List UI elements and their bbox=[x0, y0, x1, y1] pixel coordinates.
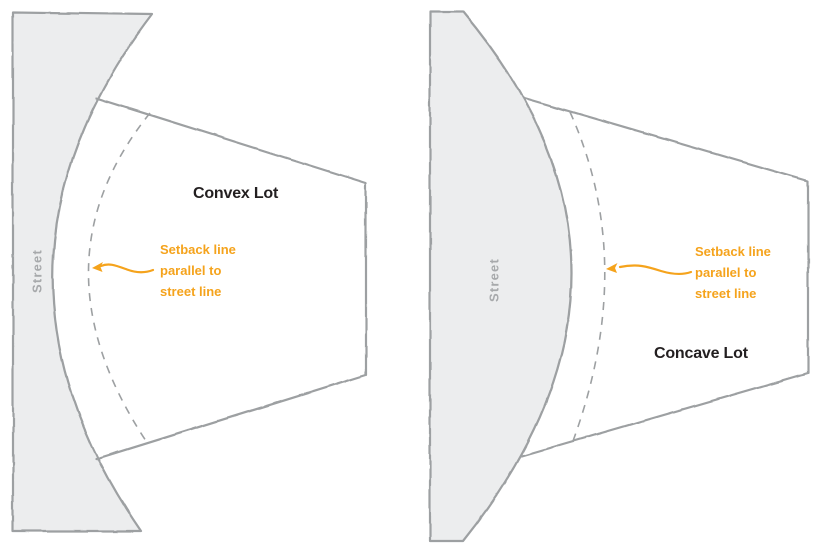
concave-setback-line bbox=[569, 111, 606, 442]
convex-setback-note-line1: Setback line bbox=[160, 242, 236, 257]
concave-setback-arrow bbox=[618, 264, 693, 276]
convex-setback-note-line2: parallel to bbox=[160, 263, 222, 278]
concave-street-area bbox=[428, 10, 573, 543]
convex-setback-note-line3: street line bbox=[160, 284, 222, 299]
concave-setback-note-line2: parallel to bbox=[695, 265, 757, 280]
concave-setback-note-line3: street line bbox=[695, 286, 757, 301]
convex-street-area bbox=[11, 10, 154, 533]
convex-lot-title: Convex Lot bbox=[193, 185, 279, 202]
concave-lot-panel bbox=[428, 10, 810, 543]
concave-setback-group bbox=[569, 111, 693, 442]
convex-lot-boundary bbox=[94, 96, 368, 461]
convex-setback-note: Setback line parallel to street line bbox=[160, 239, 236, 302]
concave-street-label: Street bbox=[486, 257, 502, 303]
convex-setback-arrow bbox=[99, 263, 155, 274]
convex-street-label: Street bbox=[29, 248, 45, 294]
concave-setback-note: Setback line parallel to street line bbox=[695, 241, 771, 304]
concave-lot-title: Concave Lot bbox=[654, 345, 748, 362]
convex-lot-panel bbox=[11, 10, 368, 533]
convex-setback-line bbox=[87, 112, 151, 442]
concave-setback-arrowhead-icon bbox=[606, 263, 618, 273]
convex-setback-arrowhead-icon bbox=[92, 262, 103, 272]
concave-lot-boundary bbox=[520, 96, 810, 458]
concave-setback-note-line1: Setback line bbox=[695, 244, 771, 259]
convex-setback-group bbox=[87, 112, 155, 442]
